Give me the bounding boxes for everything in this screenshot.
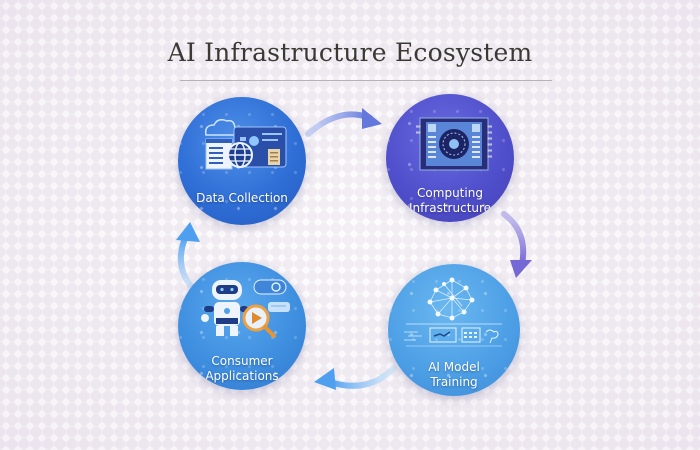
node-label-line2: Infrastructure bbox=[408, 201, 492, 215]
node-label-line1: Consumer bbox=[211, 354, 273, 368]
node-label-line1: Computing bbox=[417, 186, 483, 200]
sparkle-decoration bbox=[388, 264, 520, 396]
node-consumer-applications: Consumer Applications bbox=[178, 262, 306, 390]
node-label: Consumer Applications bbox=[178, 354, 306, 384]
node-label: Computing Infrastructure bbox=[386, 186, 514, 216]
arrow-left-bottom bbox=[314, 365, 397, 390]
node-computing-infrastructure: Computing Infrastructure bbox=[386, 94, 514, 222]
arrow-right-top bbox=[305, 108, 382, 137]
arrow-down-right bbox=[501, 211, 532, 278]
title-divider bbox=[180, 80, 552, 81]
node-data-collection: Data Collection bbox=[178, 97, 306, 225]
processor-chip-icon bbox=[416, 117, 492, 171]
node-label-line2: Training bbox=[430, 375, 478, 389]
node-label: AI Model Training bbox=[388, 360, 520, 390]
neural-network-icon bbox=[404, 277, 502, 347]
node-label-line1: AI Model bbox=[428, 360, 480, 374]
node-ai-model-training: AI Model Training bbox=[388, 264, 520, 396]
node-label-line2: Applications bbox=[205, 369, 279, 383]
node-label: Data Collection bbox=[196, 191, 288, 205]
diagram-title: AI Infrastructure Ecosystem bbox=[167, 38, 533, 67]
robot-search-icon bbox=[201, 279, 290, 338]
cloud-globe-dashboard-icon bbox=[204, 118, 287, 170]
